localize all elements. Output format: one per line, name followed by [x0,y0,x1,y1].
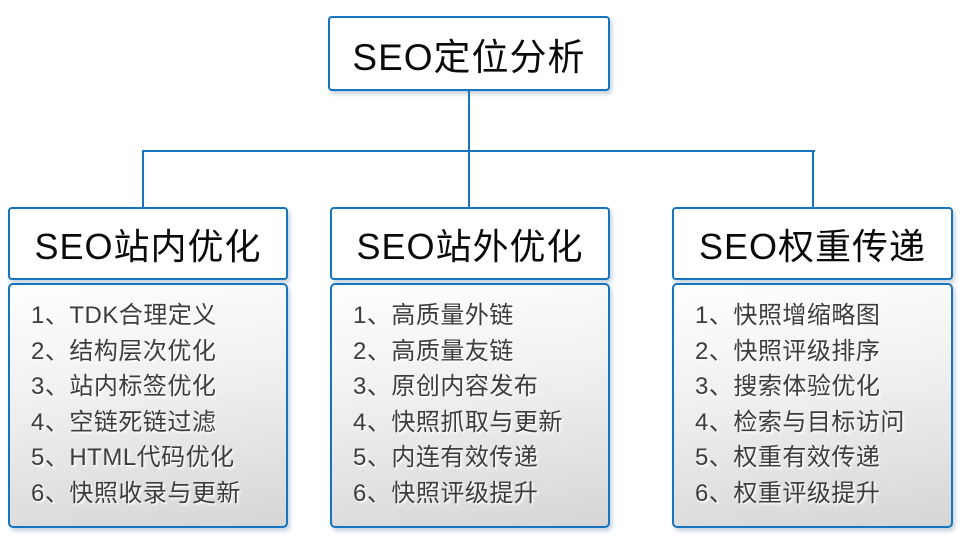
list-item: 3、站内标签优化 [31,373,217,400]
item-list: 1、快照增缩略图 2、快照评级排序 3、搜索体验优化 4、检索与目标访问 5、权… [695,298,945,511]
list-item: 2、高质量友链 [353,337,514,365]
list-item: 4、空链死链过滤 [31,408,217,436]
root-node-title: SEO定位分析 [352,36,586,78]
list-item: 3、原创内容发布 [353,373,539,400]
connector-root-stem [468,91,470,151]
column-header-label: SEO站外优化 [356,225,584,267]
column-header-onsite: SEO站内优化 [8,207,288,280]
list-item: 6、权重评级提升 [695,479,881,507]
item-list: 1、高质量外链 2、高质量友链 3、原创内容发布 4、快照抓取与更新 5、内连有… [353,298,602,511]
list-item: 5、HTML代码优化 [31,444,235,471]
list-item: 1、快照增缩略图 [695,302,881,329]
list-item: 1、TDK合理定义 [31,302,217,329]
column-list-weight: 1、快照增缩略图 2、快照评级排序 3、搜索体验优化 4、检索与目标访问 5、权… [672,283,953,528]
column-list-offsite: 1、高质量外链 2、高质量友链 3、原创内容发布 4、快照抓取与更新 5、内连有… [330,283,610,528]
list-item: 6、快照评级提升 [353,479,539,507]
connector-drop-right [812,150,814,208]
list-item: 6、快照收录与更新 [31,479,241,507]
list-item: 5、权重有效传递 [695,444,881,471]
list-item: 2、结构层次优化 [31,337,217,365]
column-header-label: SEO站内优化 [34,225,262,267]
connector-rail [142,150,815,152]
list-item: 4、检索与目标访问 [695,408,905,436]
list-item: 2、快照评级排序 [695,337,881,365]
list-item: 5、内连有效传递 [353,444,539,471]
column-list-onsite: 1、TDK合理定义 2、结构层次优化 3、站内标签优化 4、空链死链过滤 5、H… [8,283,288,528]
column-header-offsite: SEO站外优化 [330,207,610,280]
connector-drop-left [142,150,144,208]
list-item: 4、快照抓取与更新 [353,408,563,436]
item-list: 1、TDK合理定义 2、结构层次优化 3、站内标签优化 4、空链死链过滤 5、H… [31,298,280,511]
column-header-label: SEO权重传递 [698,225,927,267]
list-item: 3、搜索体验优化 [695,373,881,400]
list-item: 1、高质量外链 [353,302,514,329]
root-node: SEO定位分析 [328,16,610,91]
connector-drop-center [468,150,470,208]
column-header-weight: SEO权重传递 [672,207,953,280]
